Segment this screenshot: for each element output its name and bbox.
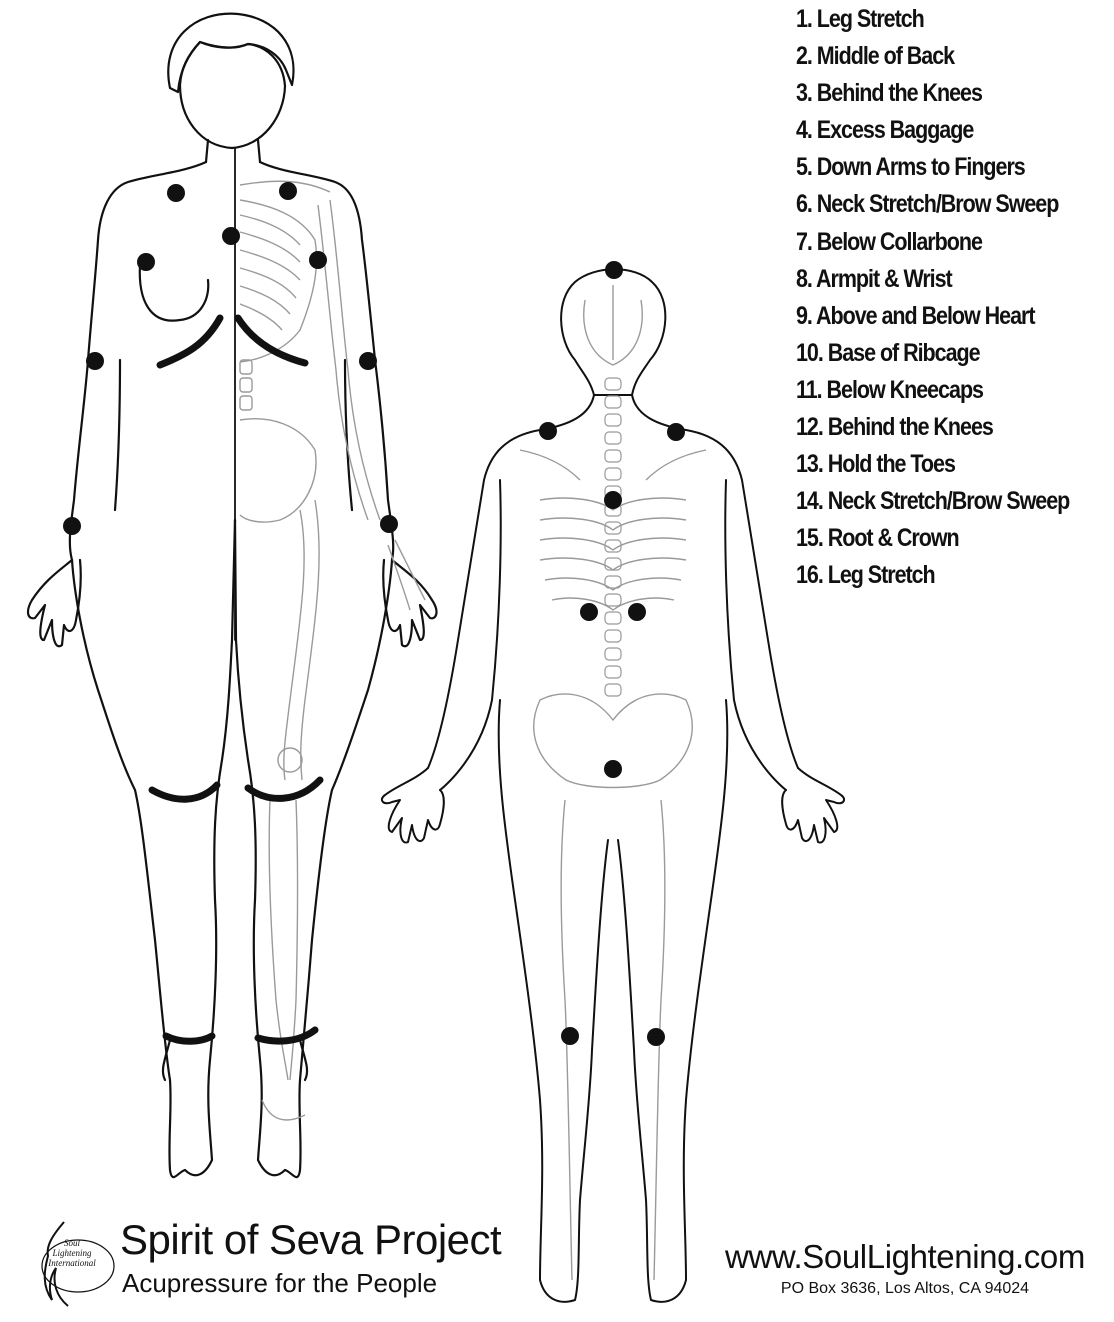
back-figure	[382, 269, 844, 1302]
marker-dot	[63, 517, 81, 535]
step-item: 16. Leg Stretch	[796, 560, 1069, 597]
step-item: 8. Armpit & Wrist	[796, 264, 1069, 301]
ribcage-arc-left	[160, 318, 220, 365]
website-link[interactable]: www.SoulLightening.com	[696, 1238, 1114, 1276]
step-item: 3. Behind the Knees	[796, 78, 1069, 115]
front-figure	[28, 14, 436, 1177]
step-item: 11. Below Kneecaps	[796, 375, 1069, 412]
front-hair	[168, 14, 293, 92]
front-head	[180, 42, 285, 148]
marker-dot	[222, 227, 240, 245]
step-item: 14. Neck Stretch/Brow Sweep	[796, 486, 1069, 523]
marker-dot	[539, 422, 557, 440]
front-markers	[63, 182, 398, 535]
front-skeleton	[240, 181, 425, 1120]
step-item: 6. Neck Stretch/Brow Sweep	[796, 189, 1069, 226]
step-item: 4. Excess Baggage	[796, 115, 1069, 152]
back-markers	[539, 261, 685, 1046]
step-item: 15. Root & Crown	[796, 523, 1069, 560]
marker-dot	[580, 603, 598, 621]
step-item: 7. Below Collarbone	[796, 227, 1069, 264]
toe-arc-left	[166, 1036, 212, 1041]
step-item: 2. Middle of Back	[796, 41, 1069, 78]
step-item: 13. Hold the Toes	[796, 449, 1069, 486]
back-right-hand	[782, 768, 844, 843]
back-legs	[499, 700, 608, 1302]
marker-dot	[86, 352, 104, 370]
step-item: 5. Down Arms to Fingers	[796, 152, 1069, 189]
marker-dot	[359, 352, 377, 370]
postal-address: PO Box 3636, Los Altos, CA 94024	[696, 1280, 1114, 1298]
marker-dot	[279, 182, 297, 200]
back-left-hand	[382, 768, 444, 843]
front-body-outline	[70, 162, 206, 1177]
knee-arc-right	[248, 780, 320, 798]
step-item: 12. Behind the Knees	[796, 412, 1069, 449]
brand-tagline: Acupressure for the People	[122, 1268, 437, 1299]
marker-dot	[605, 261, 623, 279]
marker-dot	[604, 491, 622, 509]
ribcage-arc-right	[238, 318, 305, 363]
marker-dot	[604, 760, 622, 778]
back-spine	[605, 378, 621, 696]
steps-list: 1. Leg Stretch 2. Middle of Back 3. Behi…	[796, 4, 1114, 598]
marker-dot	[167, 184, 185, 202]
marker-dot	[380, 515, 398, 533]
front-arcs	[152, 318, 320, 1041]
contact-block: www.SoulLightening.com PO Box 3636, Los …	[696, 1238, 1114, 1298]
marker-dot	[561, 1027, 579, 1045]
knee-arc-left	[152, 785, 217, 799]
marker-dot	[309, 251, 327, 269]
brand-title: Spirit of Seva Project	[120, 1216, 501, 1264]
marker-dot	[137, 253, 155, 271]
toe-arc-right	[258, 1030, 315, 1041]
marker-dot	[667, 423, 685, 441]
step-item: 9. Above and Below Heart	[796, 301, 1069, 338]
marker-dot	[647, 1028, 665, 1046]
step-item: 1. Leg Stretch	[796, 4, 1069, 41]
step-item: 10. Base of Ribcage	[796, 338, 1069, 375]
marker-dot	[628, 603, 646, 621]
